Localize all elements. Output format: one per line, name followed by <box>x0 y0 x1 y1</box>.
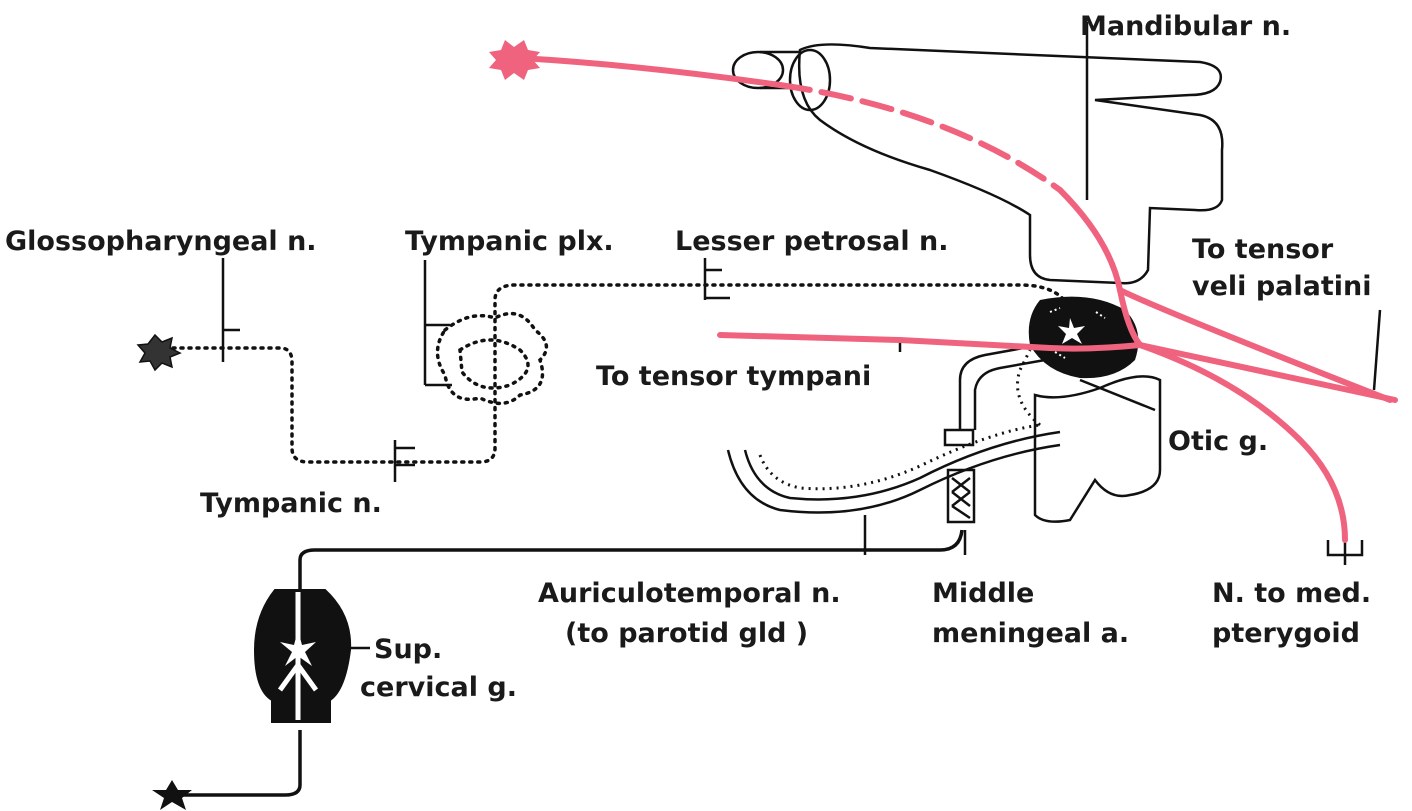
auriculotemporal-label-line2: (to parotid gld ) <box>565 618 808 649</box>
auriculotemporal-label-line1: Auriculotemporal n. <box>538 578 841 609</box>
tensor-veli-label-line2: veli palatini <box>1192 271 1371 302</box>
tensor-veli-label-line1: To tensor <box>1192 234 1334 265</box>
superior-cervical-ganglion <box>255 590 370 722</box>
tensor-tympani-label: To tensor tympani <box>596 361 871 392</box>
tympanic-nerve-label: Tympanic n. <box>200 488 382 519</box>
inferior-salivatory-neuron-icon <box>138 335 180 370</box>
sup-cervical-label-line2: cervical g. <box>360 672 517 703</box>
sup-cervical-label-line1: Sup. <box>374 634 442 665</box>
middle-meningeal-label-line1: Middle <box>932 578 1034 609</box>
motor-neuron-cell-body <box>489 40 540 80</box>
lesser-petrosal-nerve-label: Lesser petrosal n. <box>675 226 949 257</box>
mandibular-nerve-label: Mandibular n. <box>1080 11 1291 42</box>
medial-pterygoid-label-line2: pterygoid <box>1212 618 1360 649</box>
glossopharyngeal-nerve-label: Glossopharyngeal n. <box>5 226 317 257</box>
middle-meningeal-label-line2: meningeal a. <box>932 618 1129 649</box>
medial-pterygoid-label-line1: N. to med. <box>1212 578 1371 609</box>
otic-ganglion-label: Otic g. <box>1168 426 1268 457</box>
tympanic-plexus-label: Tympanic plx. <box>405 226 614 257</box>
